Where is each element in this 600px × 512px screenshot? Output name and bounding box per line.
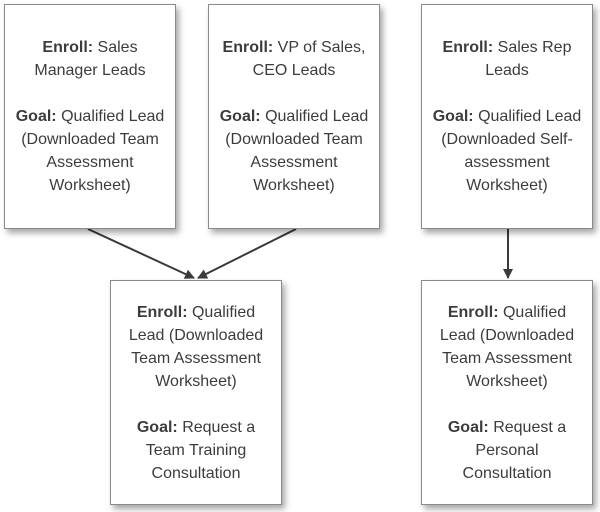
flow-box-team-training: Enroll: Qualified Lead (Downloaded Team … [110, 280, 282, 505]
arrow-box2-to-box4 [197, 228, 297, 279]
goal-label: Goal: [432, 108, 474, 125]
goal-text: Request a Personal Consultation [462, 418, 567, 482]
enroll-label: Enroll: [42, 39, 94, 56]
enroll-text: Qualified Lead (Downloaded Team Assessme… [439, 303, 575, 390]
goal-text: Qualified Lead (Downloaded Team Assessme… [225, 108, 369, 194]
enroll-label: Enroll: [136, 303, 188, 321]
goal-label: Goal: [447, 418, 489, 436]
flow-box-sales-manager: Enroll: Sales Manager Leads Goal: Qualif… [4, 4, 176, 229]
goal-label: Goal: [136, 418, 178, 436]
enroll-label: Enroll: [222, 39, 274, 56]
goal-text: Qualified Lead (Downloaded Self-assessme… [441, 108, 582, 194]
flow-box-sales-rep: Enroll: Sales Rep Leads Goal: Qualified … [421, 4, 593, 229]
enroll-text: Qualified Lead (Downloaded Team Assessme… [128, 303, 264, 390]
enroll-text: VP of Sales, CEO Leads [252, 39, 366, 79]
goal-text: Request a Team Training Consultation [145, 418, 256, 482]
enroll-text: Sales Manager Leads [34, 39, 146, 79]
arrow-box1-to-box4 [87, 228, 195, 279]
goal-label: Goal: [219, 108, 261, 125]
flow-box-personal-consultation: Enroll: Qualified Lead (Downloaded Team … [421, 280, 593, 505]
enroll-text: Sales Rep Leads [485, 39, 572, 79]
goal-text: Qualified Lead (Downloaded Team Assessme… [21, 108, 165, 194]
flow-box-vp-ceo: Enroll: VP of Sales, CEO Leads Goal: Qua… [208, 4, 380, 229]
enroll-label: Enroll: [447, 303, 499, 321]
enroll-label: Enroll: [442, 39, 494, 56]
goal-label: Goal: [15, 108, 57, 125]
